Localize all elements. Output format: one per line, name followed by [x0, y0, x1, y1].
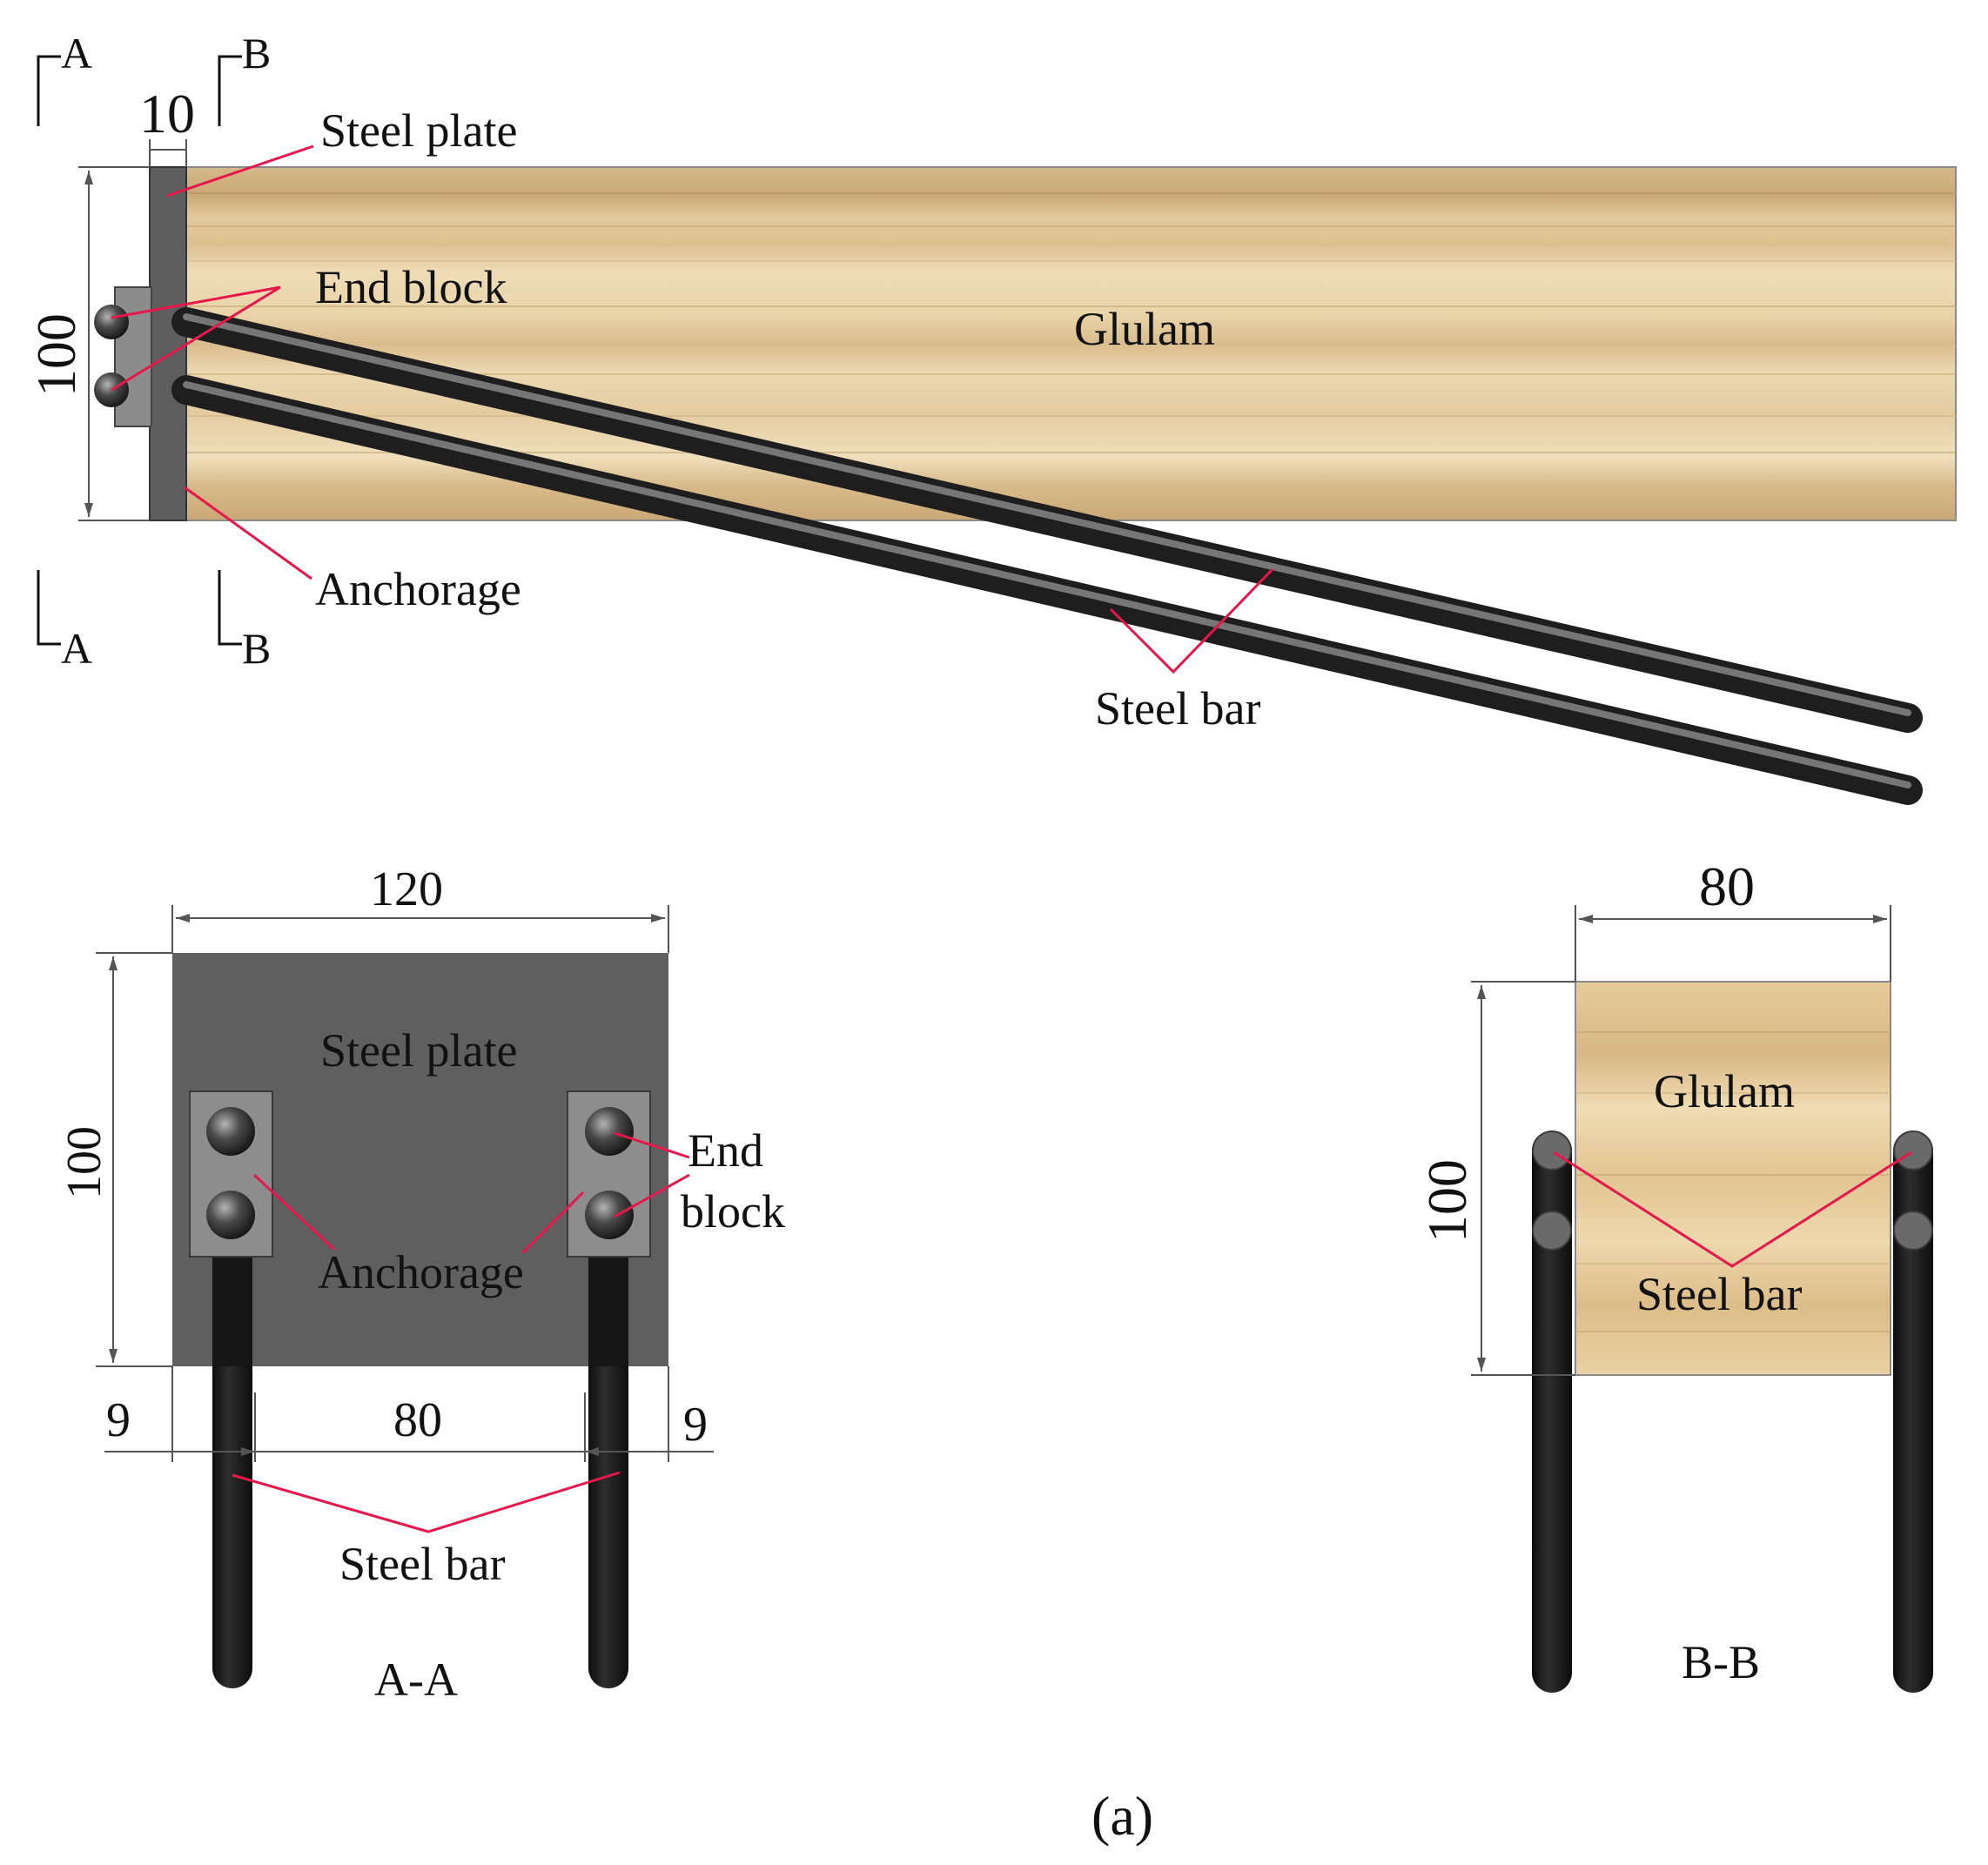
section-bb-title: B-B — [1682, 1636, 1760, 1688]
section-bb-bar-end-3 — [1893, 1130, 1933, 1171]
end-block-upper — [94, 305, 129, 339]
section-bb-bar-right — [1893, 1131, 1933, 1693]
section-aa-edge-left-label: 9 — [106, 1393, 131, 1447]
section-bb-bar-end-2 — [1532, 1211, 1572, 1251]
label-anchorage: Anchorage — [315, 563, 521, 615]
section-aa-leader-end-block-lower — [614, 1173, 690, 1218]
glulam-grain — [186, 192, 1956, 488]
section-aa-label-end-block-1: End — [688, 1124, 763, 1177]
section-bb-grain — [1575, 1031, 1891, 1332]
section-mark-b-top: B — [218, 29, 271, 126]
section-bb-bar-end-1 — [1532, 1130, 1572, 1171]
leader-anchorage — [184, 486, 312, 580]
steel-plate — [149, 166, 187, 521]
section-aa-edge-right-label: 9 — [683, 1398, 708, 1452]
section-bb-view: 80 100 Glulam Steel bar B-B — [1416, 855, 1933, 1693]
section-bb-dimension-height: 100 — [1416, 981, 1575, 1376]
section-aa-leader-end-block-upper — [614, 1131, 690, 1159]
section-bb-leader-steel-bar — [1553, 1151, 1912, 1268]
section-bb-label-glulam: Glulam — [1654, 1065, 1795, 1117]
section-aa-end-block-2 — [206, 1191, 255, 1239]
elevation-view: 10 100 A B A B — [25, 29, 1957, 805]
section-bb-width-label: 80 — [1699, 855, 1755, 917]
dimension-plate-thickness: 10 — [139, 83, 195, 167]
section-bb-dimension-width: 80 — [1575, 855, 1891, 982]
section-aa-leader-anchorage-left — [252, 1173, 336, 1251]
section-aa-leader-anchorage-right — [521, 1191, 585, 1255]
section-bb-label-steel-bar: Steel bar — [1636, 1268, 1802, 1320]
section-aa-label-end-block-2: block — [681, 1185, 785, 1238]
section-mark-a-top: A — [37, 29, 92, 126]
section-bb-bar-end-4 — [1893, 1211, 1933, 1251]
section-aa-end-block-4 — [585, 1191, 634, 1239]
svg-text:B: B — [242, 29, 271, 77]
section-mark-b-bottom: B — [218, 570, 271, 673]
label-glulam: Glulam — [1074, 303, 1215, 355]
section-bb-bar-left — [1532, 1131, 1572, 1693]
section-aa-view: 120 100 9 80 9 S — [57, 862, 785, 1706]
section-bb-glulam — [1575, 981, 1891, 1376]
section-aa-label-steel-plate: Steel plate — [320, 1024, 517, 1077]
section-aa-spacing-label: 80 — [393, 1393, 442, 1447]
label-steel-plate: Steel plate — [320, 104, 517, 157]
label-steel-bar: Steel bar — [1095, 682, 1260, 735]
figure-caption: (a) — [1091, 1785, 1153, 1847]
section-aa-dimension-height: 100 — [57, 952, 172, 1367]
section-aa-dimension-spacing: 9 80 9 — [104, 1366, 714, 1462]
section-aa-leader-steel-bar — [232, 1471, 621, 1533]
section-aa-label-steel-bar: Steel bar — [339, 1538, 505, 1590]
leader-end-block-lower — [111, 285, 281, 392]
section-bb-height-label: 100 — [1416, 1159, 1478, 1243]
section-aa-end-block-3 — [585, 1107, 634, 1156]
dimension-height: 100 — [25, 166, 150, 521]
label-end-block: End block — [315, 261, 507, 313]
svg-text:A: A — [61, 624, 92, 673]
steel-bar-lower — [171, 375, 1923, 805]
svg-text:B: B — [242, 624, 271, 673]
elevation-height-label: 100 — [25, 313, 87, 397]
leader-steel-plate — [166, 144, 314, 198]
svg-text:A: A — [61, 29, 92, 77]
leader-end-block-upper — [111, 285, 281, 319]
section-aa-dimension-width: 120 — [171, 862, 669, 953]
section-aa-title: A-A — [374, 1654, 458, 1706]
section-mark-a-bottom: A — [37, 570, 92, 673]
section-aa-label-anchorage: Anchorage — [318, 1246, 524, 1298]
glulam-beam — [185, 166, 1957, 521]
section-aa-height-label: 100 — [57, 1126, 111, 1199]
section-aa-width-label: 120 — [370, 862, 443, 916]
leader-steel-bar — [1109, 567, 1274, 674]
steel-bar-upper — [171, 307, 1923, 733]
section-aa-end-block-1 — [206, 1107, 255, 1156]
plate-thickness-label: 10 — [139, 83, 195, 144]
